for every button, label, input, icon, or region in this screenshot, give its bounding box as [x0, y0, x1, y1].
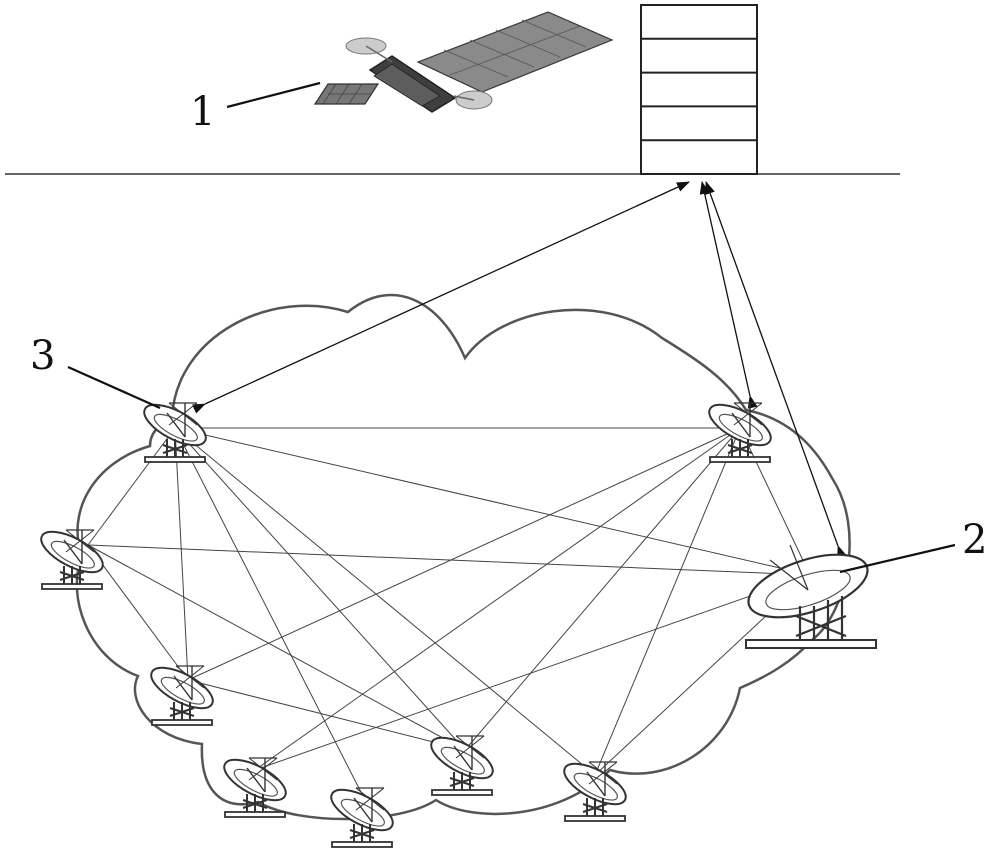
callout-leaders — [67, 81, 956, 574]
hub-dish-antenna-icon — [745, 544, 877, 649]
ground-stations — [34, 395, 877, 848]
callout-remote-station: 3 — [30, 333, 56, 379]
callout-hub-station: 2 — [962, 517, 988, 563]
transponder-stack-icon — [640, 4, 758, 175]
uplink-arrows — [192, 181, 847, 559]
dish-antenna-icon — [702, 395, 778, 463]
dish-antenna-icon — [324, 780, 400, 848]
satellite-icon — [313, 11, 614, 113]
dish-antenna-icon — [34, 522, 110, 590]
dish-antenna-icon — [137, 395, 213, 463]
callout-satellite: 1 — [190, 89, 216, 135]
dish-antenna-icon — [144, 658, 220, 726]
dish-antenna-icon — [424, 728, 500, 796]
dish-antenna-icon — [557, 754, 633, 822]
